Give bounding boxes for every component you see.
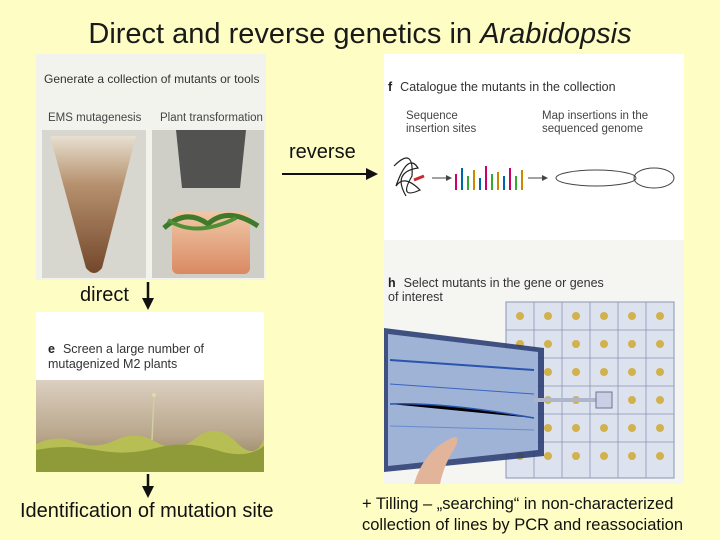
plant-transformation-label: Plant transformation (160, 112, 263, 124)
map-line2: sequenced genome (542, 123, 644, 135)
title-species: Arabidopsis (480, 18, 632, 50)
panel-e-header: e Screen a large number of mutagenized M… (48, 342, 205, 372)
ems-mutagenesis-label: EMS mutagenesis (48, 112, 142, 124)
panel-generate-header: Generate a collection of mutants or tool… (44, 72, 260, 86)
identification-arrow (142, 474, 154, 498)
dna-tangle (393, 157, 422, 197)
chromosome-arm-left (555, 169, 637, 187)
panel-f-catalogue: f Catalogue the mutants in the collection… (384, 54, 684, 240)
sequence-line1: Sequence (406, 110, 458, 122)
panel-h-line2: of interest (388, 290, 443, 304)
panel-f-header-text: Catalogue the mutants in the collection (400, 80, 616, 94)
panel-e-line1: Screen a large number of (62, 342, 205, 356)
panel-h-select: h Select mutants in the gene or genes of… (384, 240, 684, 484)
sequence-label: Sequence insertion sites (406, 110, 476, 136)
direct-arrow (142, 282, 154, 310)
map-insertions-label: Map insertions in the sequenced genome (542, 110, 648, 136)
panel-f-letter: f (388, 80, 393, 94)
ems-tube (50, 136, 136, 273)
tilling-line1: + Tilling – „searching“ in non-character… (362, 495, 674, 513)
slide-title: Direct and reverse genetics in Arabidops… (0, 18, 720, 51)
title-main: Direct and reverse genetics in (88, 18, 481, 50)
map-line1: Map insertions in the (542, 110, 649, 122)
panel-e-letter: e (48, 342, 55, 356)
panel-generate-collection: Generate a collection of mutants or tool… (36, 54, 266, 280)
tilling-note: + Tilling – „searching“ in non-character… (362, 494, 683, 536)
sequence-reads (455, 166, 523, 190)
sequence-line2: insertion sites (406, 123, 477, 135)
direct-label: direct (80, 284, 129, 306)
seed-bank-illustration (384, 301, 675, 484)
panel-f-header: f Catalogue the mutants in the collection (388, 80, 616, 94)
tilling-line2: collection of lines by PCR and reassocia… (362, 516, 684, 534)
panel-e-screen: e Screen a large number of mutagenized M… (36, 312, 264, 472)
chromosome-arm-right (633, 167, 675, 189)
selected-tube (595, 391, 613, 409)
panel-f-schematic (393, 157, 675, 197)
panel-h-letter: h (388, 276, 396, 290)
reverse-label: reverse (289, 141, 356, 163)
panel-e-line2: mutagenized M2 plants (48, 357, 178, 371)
pointing-hand (414, 437, 458, 484)
identification-label: Identification of mutation site (20, 500, 274, 522)
panel-h-header: h Select mutants in the gene or genes of… (388, 276, 604, 304)
reverse-arrow (282, 168, 378, 180)
panel-h-line1: Select mutants in the gene or genes (403, 276, 604, 290)
m2-plants-photo (36, 380, 264, 472)
mutagenesis-photos (42, 130, 264, 278)
